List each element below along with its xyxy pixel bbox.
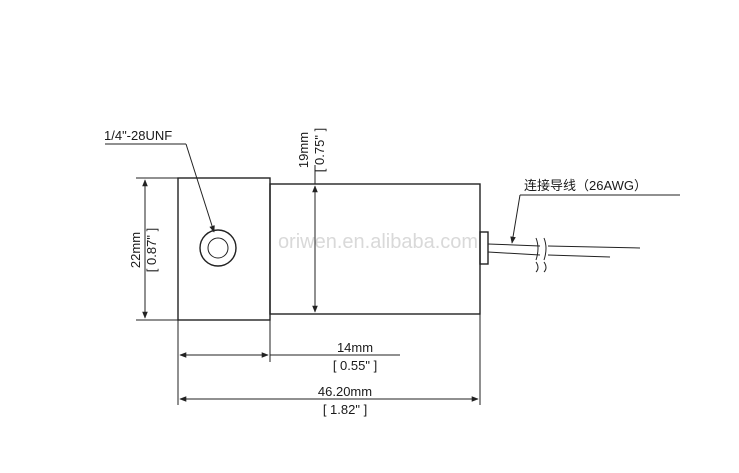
body-dia-mm-label: 19mm <box>296 132 311 168</box>
lead-wire-label: 连接导线（26AWG） <box>524 178 647 193</box>
port-inner-circle <box>207 237 229 259</box>
lead-wires <box>487 237 641 273</box>
block-height-mm-label: 22mm <box>128 232 143 268</box>
total-length-mm-label: 46.20mm <box>318 384 372 399</box>
total-length-in-label: [ 1.82" ] <box>323 402 367 417</box>
block-height-in-label: [ 0.87" ] <box>144 228 159 272</box>
end-cap <box>479 231 489 265</box>
body-dia-in-label: [ 0.75" ] <box>312 128 327 172</box>
valve-block <box>177 177 271 321</box>
watermark: oriwen.en.alibaba.com <box>278 231 478 253</box>
thread-leader-arrow <box>185 143 215 233</box>
block-width-in-label: [ 0.55" ] <box>333 358 377 373</box>
thread-label: 1/4"-28UNF <box>104 128 172 143</box>
port-outer-circle <box>199 229 237 267</box>
block-width-mm-label: 14mm <box>337 340 373 355</box>
